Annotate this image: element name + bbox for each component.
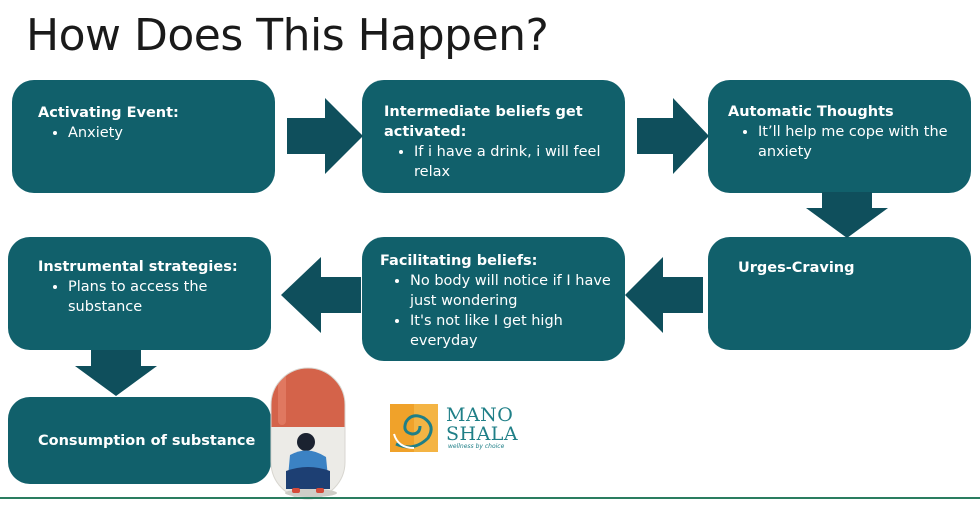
logo-tagline: wellness by choice bbox=[448, 443, 505, 450]
automatic-thoughts-box: Automatic Thoughts It’ll help me cope wi… bbox=[708, 80, 971, 193]
consumption-heading: Consumption of substance bbox=[38, 432, 256, 449]
activating-event-heading: Activating Event: bbox=[38, 105, 179, 121]
consumption-box: Consumption of substance bbox=[8, 397, 271, 484]
activating-event-item: Anxiety bbox=[68, 123, 261, 143]
logo-line-2: SHALA bbox=[446, 423, 519, 445]
instrumental-strategies-box: Instrumental strategies: Plans to access… bbox=[8, 237, 271, 350]
facilitating-beliefs-item: No body will notice if I have just wonde… bbox=[410, 271, 619, 311]
automatic-thoughts-heading: Automatic Thoughts bbox=[728, 104, 894, 120]
facilitating-beliefs-heading: Facilitating beliefs: bbox=[380, 253, 538, 269]
automatic-thoughts-item: It’ll help me cope with the anxiety bbox=[758, 122, 957, 162]
right-arrow-icon bbox=[287, 98, 363, 174]
activating-event-box: Activating Event: Anxiety bbox=[12, 80, 275, 193]
logo-wordmark: MANO SHALA bbox=[446, 406, 518, 444]
facilitating-beliefs-box: Facilitating beliefs: No body will notic… bbox=[362, 237, 625, 361]
intermediate-beliefs-item: If i have a drink, i will feel relax bbox=[414, 142, 607, 182]
right-arrow-icon bbox=[637, 98, 709, 174]
intermediate-beliefs-heading: Intermediate beliefs get activated: bbox=[384, 104, 583, 140]
page-title: How Does This Happen? bbox=[26, 10, 549, 61]
bottom-divider bbox=[0, 497, 980, 499]
down-arrow-icon bbox=[806, 192, 888, 238]
urges-craving-heading: Urges-Craving bbox=[738, 260, 855, 276]
left-arrow-icon bbox=[625, 257, 703, 333]
instrumental-strategies-heading: Instrumental strategies: bbox=[38, 259, 238, 275]
logo-line-1: MANO bbox=[446, 404, 514, 426]
facilitating-beliefs-item: It's not like I get high everyday bbox=[410, 311, 619, 351]
urges-craving-box: Urges-Craving bbox=[708, 237, 971, 350]
pill-person-illustration bbox=[270, 367, 346, 500]
left-arrow-icon bbox=[281, 257, 361, 333]
mano-shala-logo-icon bbox=[390, 404, 438, 452]
intermediate-beliefs-box: Intermediate beliefs get activated: If i… bbox=[362, 80, 625, 193]
instrumental-strategies-item: Plans to access the substance bbox=[68, 277, 257, 317]
down-arrow-icon bbox=[75, 350, 157, 396]
